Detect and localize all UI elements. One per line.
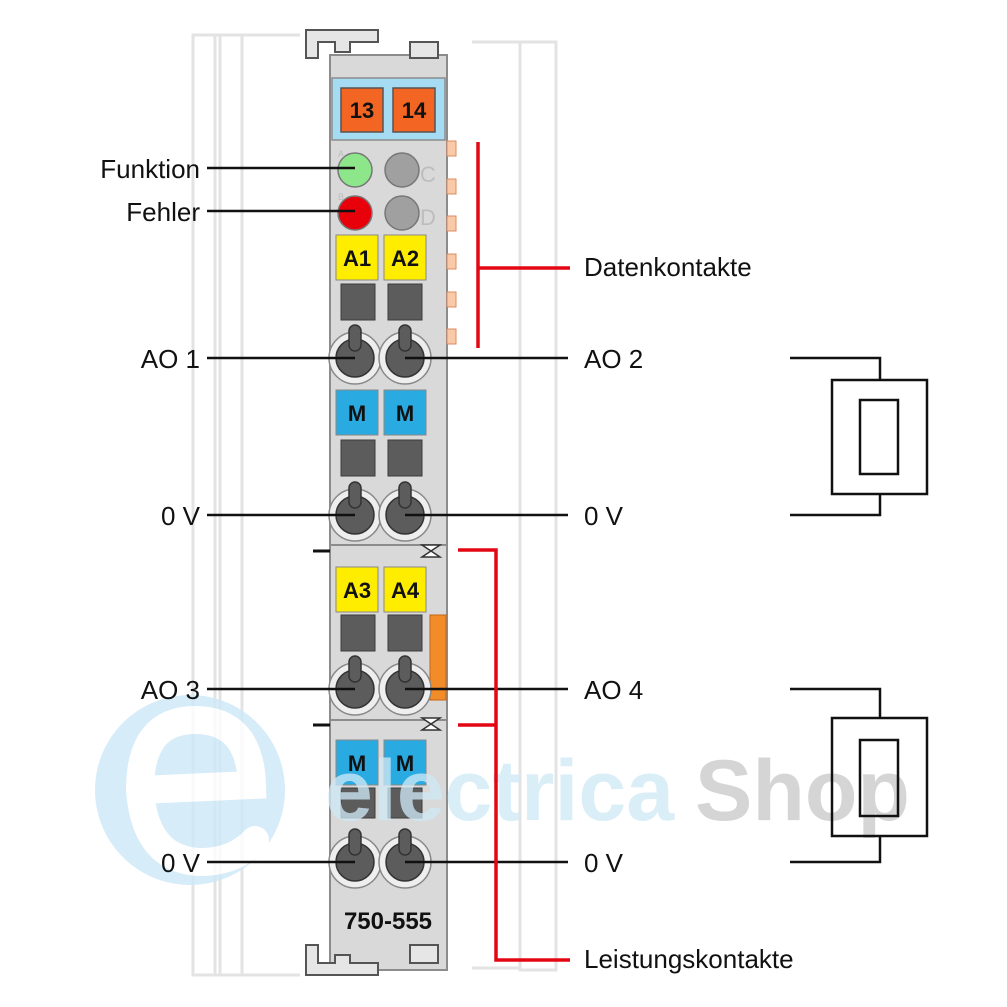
svg-text:M: M bbox=[348, 401, 366, 426]
label-ao1: AO 1 bbox=[141, 344, 200, 374]
led-letter-c: C bbox=[420, 162, 436, 187]
clamp-slot bbox=[348, 481, 362, 509]
label-ao3: AO 3 bbox=[141, 675, 200, 705]
leistungskontakte-bracket bbox=[458, 548, 570, 962]
led-c-icon bbox=[384, 152, 420, 188]
label-ao4: AO 4 bbox=[584, 675, 643, 705]
top-key-14: 14 bbox=[392, 87, 436, 133]
module-model-number: 750-555 bbox=[344, 908, 432, 935]
release-openings bbox=[340, 283, 423, 819]
clamp-slot bbox=[398, 481, 412, 509]
label-leistungskontakte: Leistungskontakte bbox=[584, 944, 794, 974]
clamp-slot bbox=[348, 828, 362, 856]
svg-text:A3: A3 bbox=[343, 578, 371, 603]
led-letter-d: D bbox=[420, 205, 436, 230]
label-datenkontakte: Datenkontakte bbox=[584, 252, 752, 282]
key-m-3: M bbox=[335, 739, 379, 786]
label-0v-right-2: 0 V bbox=[584, 848, 624, 878]
label-0v-left-1: 0 V bbox=[161, 501, 201, 531]
watermark: electrica Shop bbox=[95, 695, 910, 885]
label-ao2: AO 2 bbox=[584, 344, 643, 374]
svg-text:13: 13 bbox=[350, 98, 374, 123]
watermark-part2: Shop bbox=[695, 743, 910, 839]
key-a4: A4 bbox=[383, 566, 427, 613]
key-a3: A3 bbox=[335, 566, 379, 613]
leader-lines bbox=[207, 166, 568, 864]
key-m-1: M bbox=[335, 389, 379, 436]
svg-text:M: M bbox=[396, 401, 414, 426]
key-m-4: M bbox=[383, 739, 427, 786]
watermark-part1: electrica bbox=[325, 743, 675, 839]
resistor-load-icon-2 bbox=[790, 687, 929, 864]
clamp-slot bbox=[398, 828, 412, 856]
power-contact bbox=[429, 614, 447, 701]
clamp-slot bbox=[348, 324, 362, 352]
svg-text:A4: A4 bbox=[391, 578, 420, 603]
key-a1: A1 bbox=[335, 234, 379, 281]
svg-text:M: M bbox=[348, 751, 366, 776]
jumper-markers bbox=[419, 544, 443, 731]
top-key-13: 13 bbox=[340, 87, 384, 133]
svg-text:A1: A1 bbox=[343, 246, 371, 271]
clamp-slot bbox=[398, 324, 412, 352]
led-error-icon bbox=[337, 195, 373, 231]
datenkontakte-bracket bbox=[476, 142, 570, 348]
label-0v-left-2: 0 V bbox=[161, 848, 201, 878]
led-letter-a: A bbox=[338, 149, 344, 159]
key-a2: A2 bbox=[383, 234, 427, 281]
led-function-icon bbox=[337, 152, 373, 188]
data-contacts bbox=[446, 140, 457, 345]
clamp-slot bbox=[398, 655, 412, 683]
label-0v-right-1: 0 V bbox=[584, 501, 624, 531]
resistor-load-icon bbox=[790, 356, 929, 517]
label-funktion: Funktion bbox=[100, 154, 200, 184]
led-d-icon bbox=[384, 195, 420, 231]
clamp-slot bbox=[348, 655, 362, 683]
svg-text:14: 14 bbox=[402, 98, 427, 123]
svg-text:M: M bbox=[396, 751, 414, 776]
label-fehler: Fehler bbox=[126, 197, 200, 227]
led-letter-b: B bbox=[338, 192, 344, 202]
svg-text:A2: A2 bbox=[391, 246, 419, 271]
din-rail bbox=[191, 33, 558, 977]
key-m-2: M bbox=[383, 389, 427, 436]
